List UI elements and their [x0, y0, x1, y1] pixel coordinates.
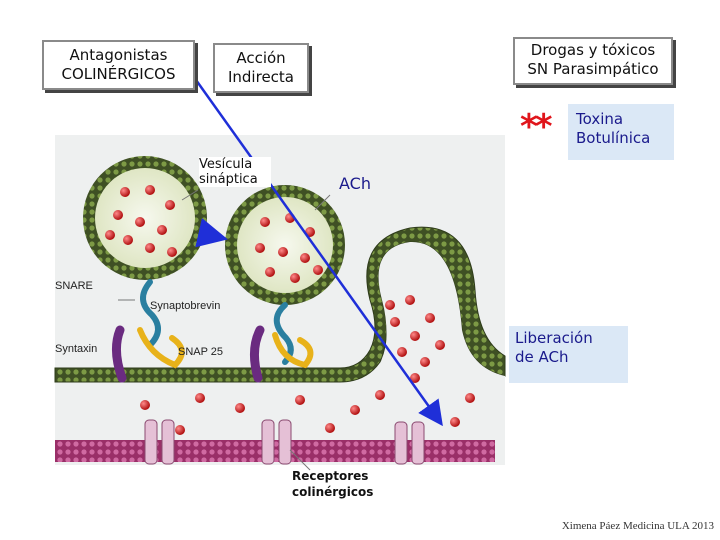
author-credit: Ximena Páez Medicina ULA 2013 — [561, 520, 714, 532]
snare-label: SNARE — [55, 280, 93, 292]
antagonists-tag: Antagonistas COLINÉRGICOS — [42, 40, 195, 90]
indirect-action-arrow — [194, 79, 443, 427]
botulinum-toxin-box: Toxina Botulínica — [568, 104, 674, 160]
antagonists-line-2: COLINÉRGICOS — [61, 65, 176, 83]
synaptobrevin-label: Synaptobrevin — [150, 300, 221, 312]
vesicle-label-line-1: Vesícula — [199, 157, 253, 172]
receptors-label-line-1: Receptores — [292, 469, 369, 483]
snare-proteins — [112, 279, 314, 383]
snap25-label: SNAP 25 — [178, 346, 224, 358]
cholinergic-receptors — [144, 419, 425, 465]
receptors-label-line-2: colinérgicos — [292, 485, 374, 499]
toxin-stars: ** — [520, 107, 553, 147]
drugs-tag: Drogas y tóxicos SN Parasimpático — [513, 37, 673, 85]
toxin-line-2: Botulínica — [576, 129, 651, 147]
vesicle-label-line-2: sináptica — [199, 172, 258, 187]
drugs-line-1: Drogas y tóxicos — [530, 41, 656, 59]
ach-label: ACh — [339, 174, 371, 193]
vesicle-label: Vesícula sináptica — [199, 157, 271, 187]
receptors-label: Receptores colinérgicos — [292, 468, 373, 500]
synaptic-vesicle-left — [83, 156, 207, 280]
indirect-line-2: Indirecta — [227, 68, 294, 86]
release-line-1: Liberación — [515, 329, 593, 347]
drugs-line-2: SN Parasimpático — [527, 60, 659, 78]
release-line-2: de ACh — [515, 348, 569, 366]
toxin-line-1: Toxina — [576, 110, 624, 128]
indirect-line-1: Acción — [236, 49, 286, 67]
syntaxin-label: Syntaxin — [55, 343, 98, 355]
indirect-action-tag: Acción Indirecta — [213, 43, 309, 93]
postsynaptic-membrane — [55, 440, 495, 462]
antagonists-line-1: Antagonistas — [69, 46, 168, 64]
ach-release-box: Liberación de ACh — [509, 326, 628, 383]
